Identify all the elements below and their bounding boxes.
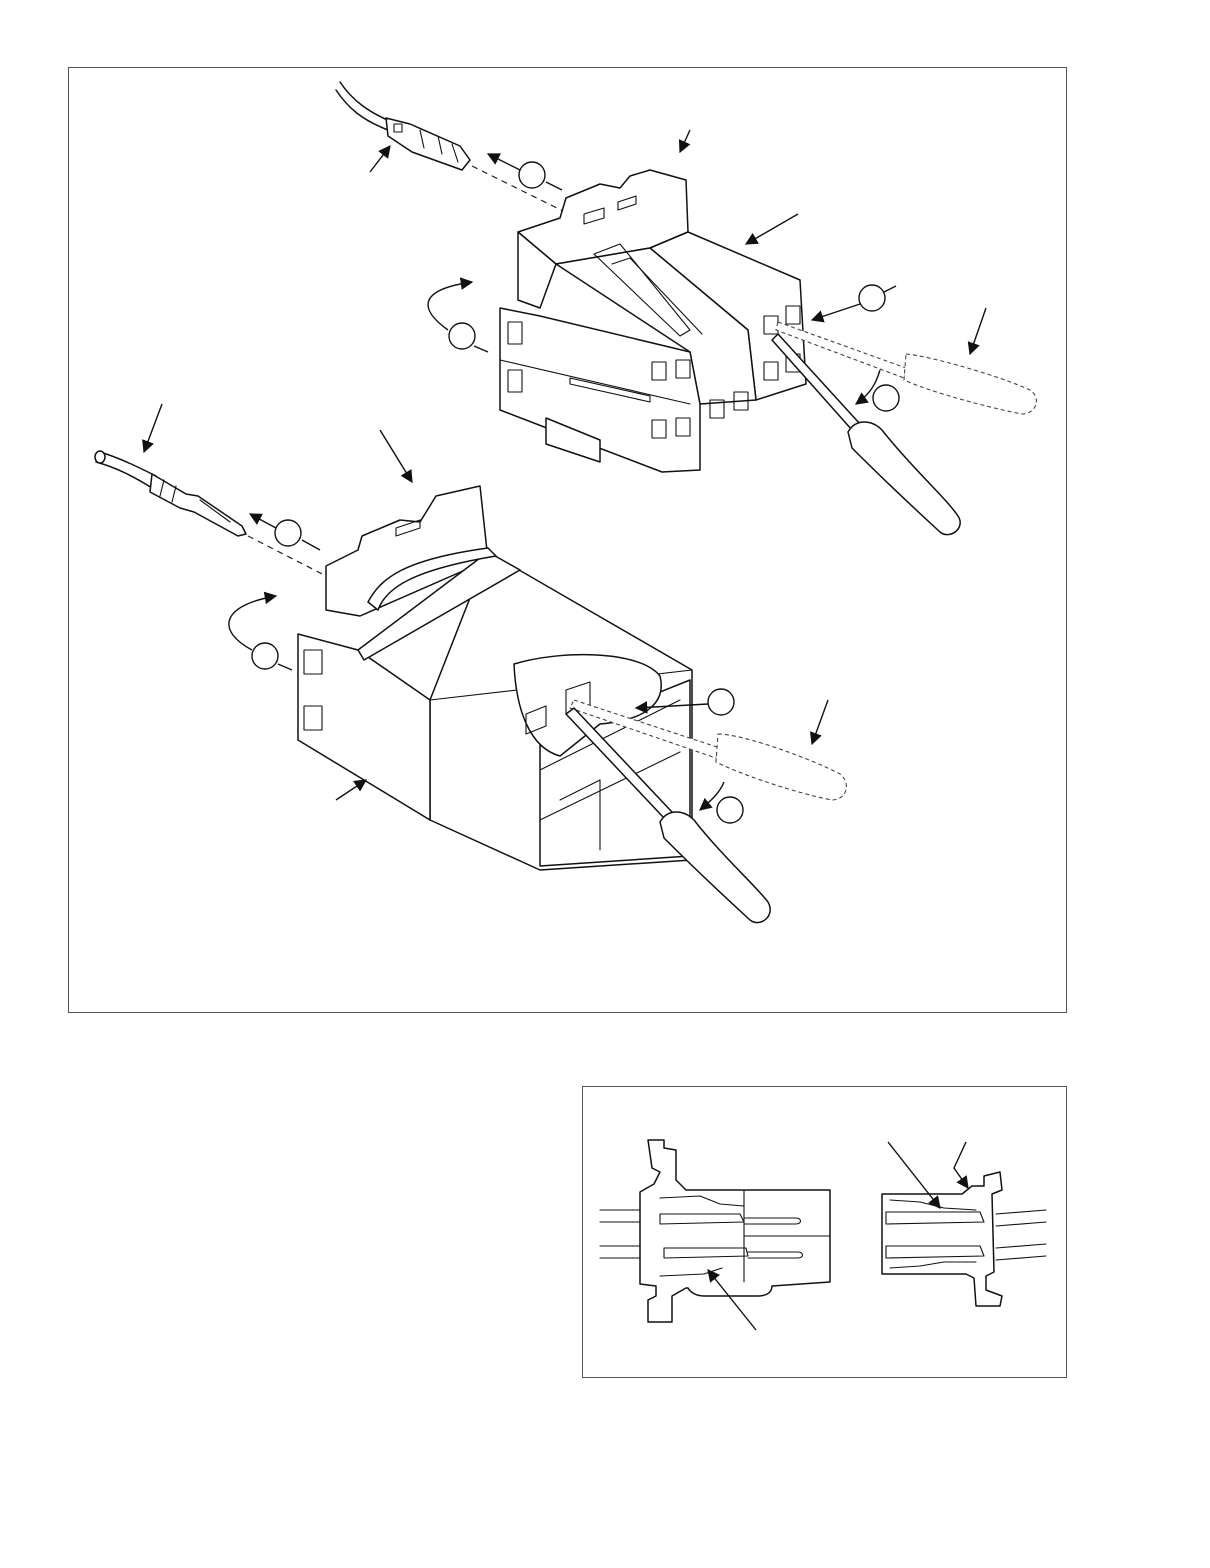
upper-connector-housing <box>499 169 807 473</box>
detail-right-leader-1 <box>887 1141 941 1209</box>
lower-housing-leader <box>379 429 413 484</box>
lower-screwdriver-leader <box>809 699 829 746</box>
detail-right-leader-2 <box>953 1141 969 1190</box>
upper-housing-leader <box>678 129 691 154</box>
upper-terminal-wire <box>335 81 471 171</box>
upper-cover-leader <box>744 213 799 245</box>
detail-right-connector <box>881 1171 1047 1307</box>
lower-terminal-path <box>247 535 331 579</box>
lower-cover-leader <box>335 779 368 801</box>
upper-screwdriver-leader <box>967 307 987 356</box>
detail-left-leader <box>707 1269 757 1331</box>
lower-connector-housing <box>297 485 693 871</box>
lower-screwdriver-ghost-icon <box>569 699 847 801</box>
lower-step-callouts <box>228 513 744 824</box>
lower-terminal-wire <box>94 450 247 537</box>
lower-terminal-leader <box>142 403 163 454</box>
detail-left-connector <box>599 1139 831 1323</box>
upper-step-callouts <box>427 153 900 412</box>
upper-terminal-leader <box>369 145 391 173</box>
lower-screwdriver-icon <box>565 707 771 924</box>
upper-screwdriver-ghost-icon <box>775 321 1037 415</box>
upper-screwdriver-icon <box>771 333 961 536</box>
